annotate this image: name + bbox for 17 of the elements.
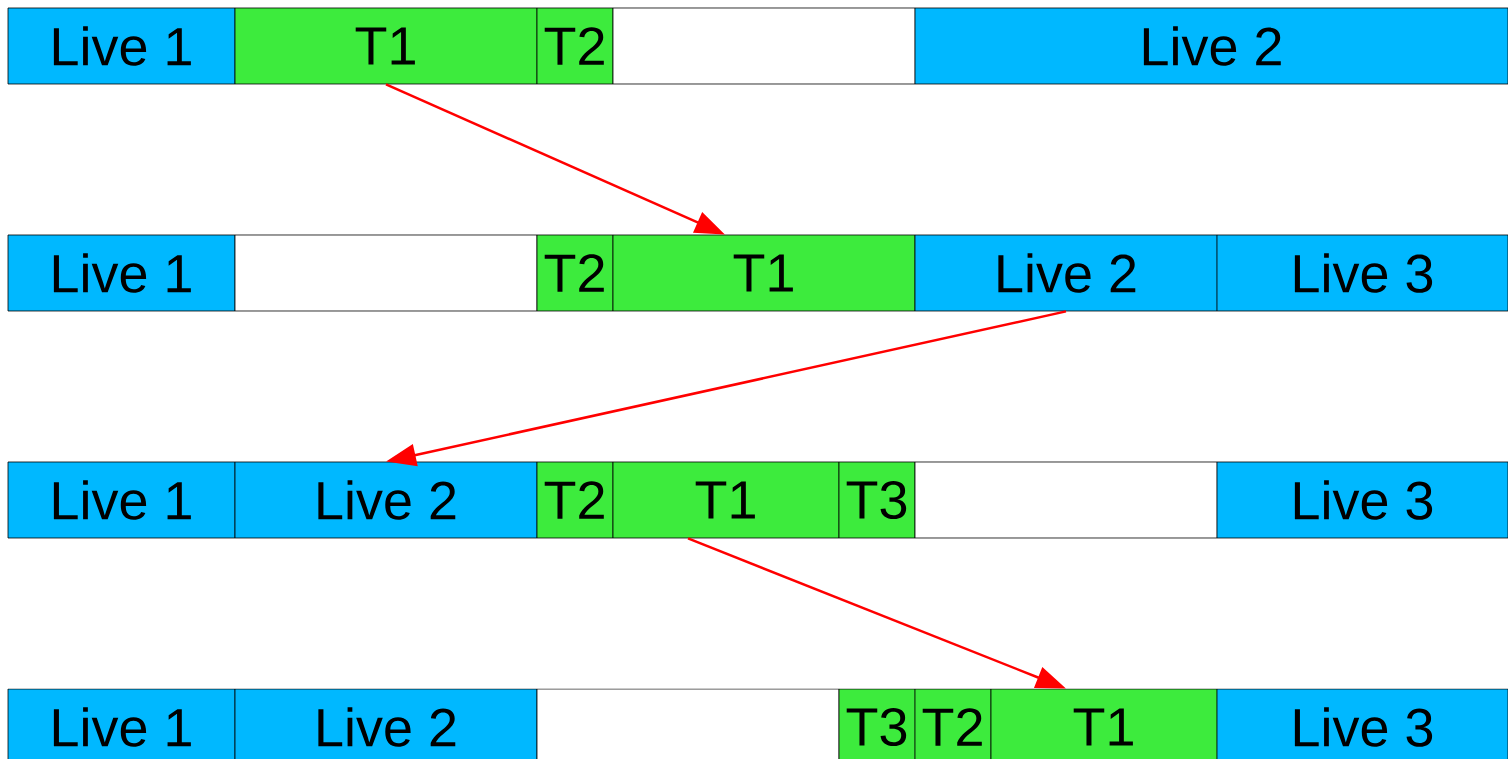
- label-box: Live 2: [234, 461, 538, 539]
- segment-box: T3: [838, 688, 916, 759]
- segment-box: T2: [914, 688, 992, 759]
- label-box: Live 2: [234, 688, 538, 759]
- label-box: Live 1: [7, 461, 236, 539]
- label-box: Live 3: [1216, 234, 1508, 312]
- segment-box: T2: [536, 234, 614, 312]
- label-box: Live 1: [7, 688, 236, 759]
- segment-box: T3: [838, 461, 916, 539]
- label-box: Live 2: [914, 234, 1218, 312]
- label-box: Live 2: [914, 7, 1508, 85]
- label-box: Live 3: [1216, 461, 1508, 539]
- segment-box: T2: [536, 7, 614, 85]
- segment-box: T2: [536, 461, 614, 539]
- label-box: Live 3: [1216, 688, 1508, 759]
- label-box: Live 1: [7, 7, 236, 85]
- label-box: Live 1: [7, 234, 236, 312]
